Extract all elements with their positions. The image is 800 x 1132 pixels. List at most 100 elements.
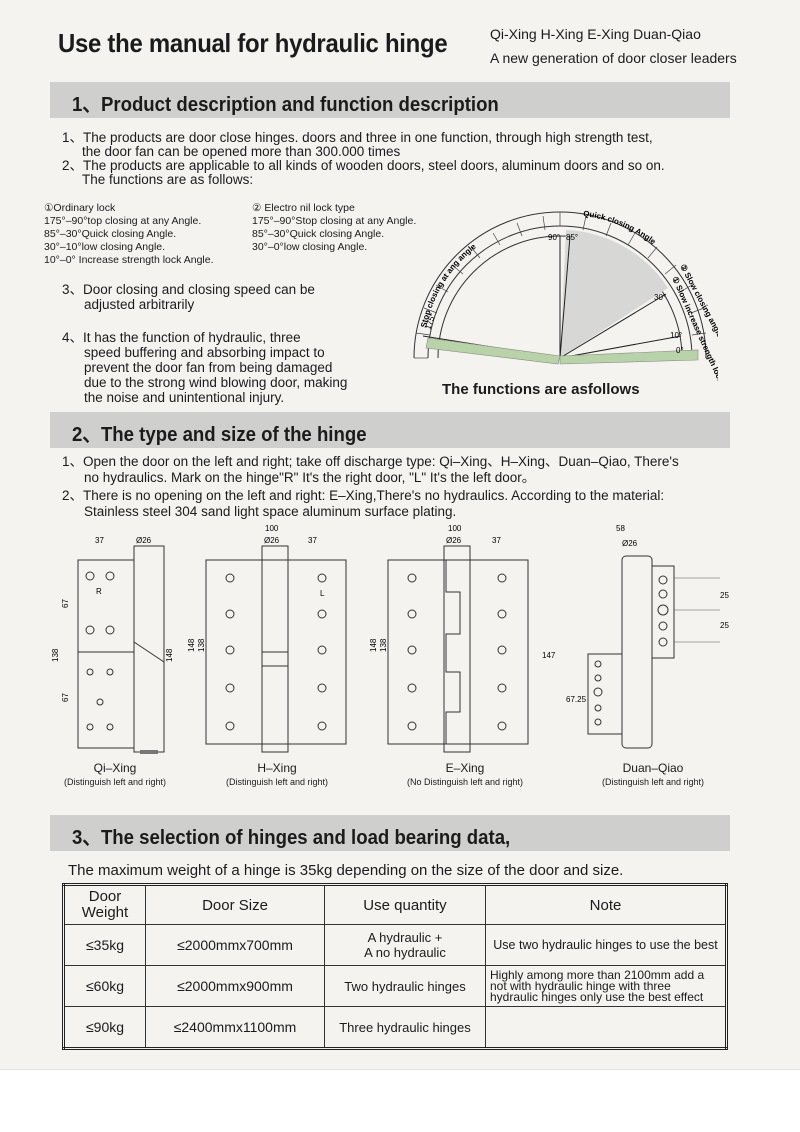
dim-qi-26: Ø26 — [136, 536, 152, 545]
dim-e-26: Ø26 — [446, 536, 462, 545]
hinge-drawings: R 37 Ø26 67 67 138 148 L 100 Ø26 37 148 … — [51, 524, 729, 754]
hinge-note-h-xing: (Distinguish left and right) — [225, 777, 329, 787]
arc-ticks — [414, 212, 707, 359]
dim-e-100: 100 — [448, 524, 462, 533]
table-row: ≤60kg ≤2000mmx900mm Two hydraulic hinges… — [63, 965, 727, 1007]
header-door-size: Door Size — [145, 884, 325, 925]
s2-item-2a: 2、There is no opening on the left and ri… — [62, 488, 665, 503]
dim-dq-147: 147 — [542, 651, 556, 660]
s2-item-1a: 1、Open the door on the left and right; t… — [62, 454, 679, 469]
s1-item-1b: the door fan can be opened more than 300… — [82, 144, 401, 159]
arc-label-stop-closing: Stop closing at ang angle — [419, 242, 478, 329]
dim-e-148: 148 — [369, 638, 378, 652]
s1-item-1a: 1、The products are door close hinges. do… — [62, 130, 653, 145]
hinge-note-duan-qiao: (Distinguish left and right) — [601, 777, 705, 787]
dim-h-138: 138 — [197, 638, 206, 652]
header-note: Note — [485, 884, 727, 925]
hinge-note-e-xing: (No Distinguish left and right) — [406, 777, 524, 787]
s2-item-1b: no hydraulics. Mark on the hinge"R" It's… — [84, 470, 536, 485]
hinge-e-xing: 100 Ø26 37 148 138 — [369, 524, 529, 753]
s1-item-4d: due to the strong wind blowing door, mak… — [84, 375, 348, 390]
ordinary-lock-line: 175°–90°top closing at any Angle. — [44, 215, 202, 227]
dim-qi-138: 138 — [51, 648, 60, 662]
hinge-note-qi-xing: (Distinguish left and right) — [63, 777, 167, 787]
tagline: A new generation of door closer leaders — [490, 50, 737, 66]
brand-list: Qi-Xing H-Xing E-Xing Duan-Qiao — [490, 26, 701, 42]
cell-weight: ≤35kg — [63, 924, 146, 966]
cell-weight: ≤60kg — [63, 965, 146, 1007]
electro-lock-title: ② Electro nil lock type — [252, 202, 355, 214]
s1-item-4a: 4、It has the function of hydraulic, thre… — [62, 330, 301, 345]
closing-angle-diagram: 90° 85° 30° 10° 0° 175° Stop closing at … — [413, 209, 718, 385]
s1-item-2a: 2、The products are applicable to all kin… — [62, 158, 665, 173]
section-3-heading: 3、The selection of hinges and load beari… — [72, 827, 511, 849]
header-door-weight: Door Weight — [63, 884, 146, 925]
hinge-name-duan-qiao: Duan–Qiao — [622, 761, 684, 775]
load-bearing-table: Door Weight Door Size Use quantity Note … — [62, 883, 728, 1050]
cell-size: ≤2400mmx1100mm — [145, 1006, 325, 1049]
cell-size: ≤2000mmx700mm — [145, 924, 325, 966]
ordinary-lock-line: 30°–10°low closing Angle. — [44, 241, 166, 253]
hinge-mark-r: R — [96, 587, 102, 596]
section-1-heading: 1、Product description and function descr… — [72, 94, 499, 116]
s1-item-4b: speed buffering and absorbing impact to — [84, 345, 325, 360]
dim-h-100: 100 — [265, 524, 279, 533]
angle-label-90: 90° — [548, 233, 560, 242]
angle-label-10: 10° — [670, 331, 682, 340]
ordinary-lock-title: ①Ordinary lock — [44, 202, 116, 214]
s1-item-3b: adjusted arbitrarily — [84, 297, 195, 312]
angle-label-85: 85° — [566, 233, 578, 242]
cell-quantity: Three hydraulic hinges — [324, 1006, 486, 1049]
hinge-name-h-xing: H–Xing — [257, 761, 297, 775]
dim-h-148: 148 — [187, 638, 196, 652]
hinge-name-e-xing: E–Xing — [445, 761, 485, 775]
ordinary-lock-line: 85°–30°Quick closing Angle. — [44, 228, 177, 240]
dim-qi-67a: 67 — [61, 599, 70, 608]
dim-h-26: Ø26 — [264, 536, 280, 545]
dim-dq-25a: 25 — [720, 591, 729, 600]
cell-note — [485, 1006, 727, 1049]
header-use-quantity: Use quantity — [324, 884, 486, 925]
dim-qi-37: 37 — [95, 536, 104, 545]
cell-note: Use two hydraulic hinges to use the best — [485, 924, 727, 966]
s1-item-2b: The functions are as follows: — [82, 172, 254, 187]
section-2-heading: 2、The type and size of the hinge — [72, 424, 367, 446]
section-3-heading-bar: 3、The selection of hinges and load beari… — [50, 815, 730, 851]
door-strip-right — [559, 349, 699, 365]
cell-quantity: A hydraulic + A no hydraulic — [324, 924, 486, 966]
electro-lock-line: 175°–90°Stop closing at any Angle. — [252, 215, 417, 227]
page-title: Use the manual for hydraulic hinge — [58, 28, 448, 58]
cell-note: Highly among more than 2100mm add a not … — [485, 965, 727, 1007]
s2-item-2b: Stainless steel 304 sand light space alu… — [84, 504, 457, 519]
table-row: ≤90kg ≤2400mmx1100mm Three hydraulic hin… — [63, 1006, 727, 1049]
hinge-qi-xing: R 37 Ø26 67 67 138 148 — [51, 536, 174, 754]
ordinary-lock-line: 10°–0° Increase strength lock Angle. — [44, 254, 214, 266]
electro-lock-line: 85°–30°Quick closing Angle. — [252, 228, 385, 240]
dim-dq-25b: 25 — [720, 621, 729, 630]
dim-h-37: 37 — [308, 536, 317, 545]
section-3-intro: The maximum weight of a hinge is 35kg de… — [68, 862, 624, 879]
hinge-duan-qiao: 58 Ø26 25 25 147 67.25 — [542, 524, 729, 749]
table-row: ≤35kg ≤2000mmx700mm A hydraulic + A no h… — [63, 924, 727, 966]
angle-label-30: 30° — [654, 293, 666, 302]
dim-dq-26: Ø26 — [622, 539, 638, 548]
cell-quantity: Two hydraulic hinges — [324, 965, 486, 1007]
dim-e-37: 37 — [492, 536, 501, 545]
electro-lock-line: 30°–0°low closing Angle. — [252, 241, 368, 253]
hinge-mark-l: L — [320, 589, 325, 598]
dim-qi-67b: 67 — [61, 693, 70, 702]
section-2-heading-bar: 2、The type and size of the hinge — [50, 412, 730, 448]
cell-size: ≤2000mmx900mm — [145, 965, 325, 1007]
dim-e-138: 138 — [379, 638, 388, 652]
cell-weight: ≤90kg — [63, 1006, 146, 1049]
door-strip-left — [425, 337, 561, 365]
hinge-name-qi-xing: Qi–Xing — [93, 761, 137, 775]
dim-dq-67: 67.25 — [566, 695, 587, 704]
dim-qi-148: 148 — [165, 648, 174, 662]
page-bottom-margin — [0, 1069, 800, 1132]
s1-item-4e: the noise and unintentional injury. — [84, 390, 285, 405]
dim-dq-58: 58 — [616, 524, 625, 533]
s1-item-3a: 3、Door closing and closing speed can be — [62, 282, 315, 297]
section-1-heading-bar: 1、Product description and function descr… — [50, 82, 730, 118]
table-header-row: Door Weight Door Size Use quantity Note — [63, 884, 727, 925]
